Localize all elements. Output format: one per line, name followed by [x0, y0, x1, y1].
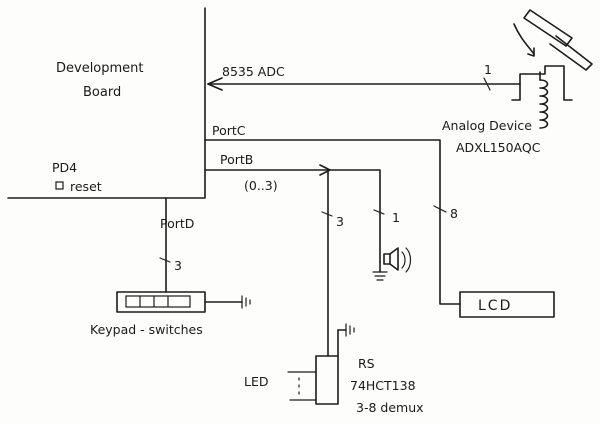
- reset-button-icon: [55, 181, 64, 190]
- board-title-line1: Development: [56, 61, 144, 76]
- led-label: LED: [244, 374, 269, 389]
- led-outputs: LED: [244, 371, 317, 401]
- portc-connection: PortC 8: [204, 123, 461, 305]
- speaker-width: 1: [392, 210, 400, 225]
- sensor-label-line1: Analog Device: [442, 118, 532, 133]
- board-title-line2: Board: [83, 85, 121, 100]
- portd-connection: PortD 3: [159, 197, 194, 293]
- portb-range: (0..3): [244, 178, 278, 193]
- portb-connection: PortB (0..3) 1 3: [204, 152, 400, 357]
- sensor-body: [511, 65, 573, 101]
- demux-label-line3: 3-8 demux: [356, 400, 424, 415]
- board-outline: [7, 7, 206, 199]
- portd-width: 3: [174, 258, 182, 273]
- adc-label: 8535 ADC: [222, 64, 285, 79]
- ground-icon: [241, 295, 251, 309]
- demux: RS 74HCT138 3-8 demux: [315, 323, 424, 415]
- reset-label: reset: [70, 179, 102, 194]
- demux-width-slash: [321, 211, 333, 217]
- strike-arrowhead: [527, 47, 535, 57]
- sensor-label-line2: ADXL150AQC: [456, 140, 541, 155]
- keypad-box: [116, 291, 206, 313]
- lcd-display: LCD: [459, 291, 555, 318]
- speaker-icon: [372, 247, 412, 281]
- speaker-line: [327, 169, 381, 263]
- adc-connection: 8535 ADC 1: [207, 62, 521, 91]
- portc-width: 8: [450, 206, 458, 221]
- keypad-keys: [125, 295, 191, 308]
- adc-arrowhead: [207, 77, 223, 91]
- coil-icon: [539, 79, 549, 129]
- demux-width: 3: [336, 214, 344, 229]
- hammer-icon: [523, 9, 593, 71]
- demux-label-line2: 74HCT138: [350, 378, 416, 393]
- keypad-key-dividers: [139, 295, 169, 308]
- adc-width: 1: [484, 62, 492, 77]
- demux-box: [315, 355, 339, 405]
- portc-label: PortC: [212, 123, 246, 138]
- pd4-reset: PD4 reset: [52, 160, 102, 194]
- portb-label: PortB: [220, 152, 253, 167]
- lcd-box: [459, 291, 555, 318]
- demux-label-line1: RS: [358, 356, 375, 371]
- development-board: Development Board: [7, 7, 206, 199]
- strike-arrow: [513, 23, 535, 55]
- keypad: Keypad - switches: [90, 291, 251, 337]
- portc-width-slash: [433, 205, 447, 213]
- portc-line: [204, 139, 461, 305]
- adc-width-slash: [483, 77, 491, 91]
- speaker-width-slash: [373, 209, 385, 215]
- portd-width-slash: [159, 257, 171, 263]
- lcd-label: LCD: [478, 298, 512, 314]
- portd-label: PortD: [160, 216, 194, 231]
- analog-sensor: Analog Device ADXL150AQC: [442, 9, 593, 155]
- pd4-label: PD4: [52, 160, 77, 175]
- demux-ground-icon: [345, 323, 355, 337]
- keypad-label: Keypad - switches: [90, 322, 203, 337]
